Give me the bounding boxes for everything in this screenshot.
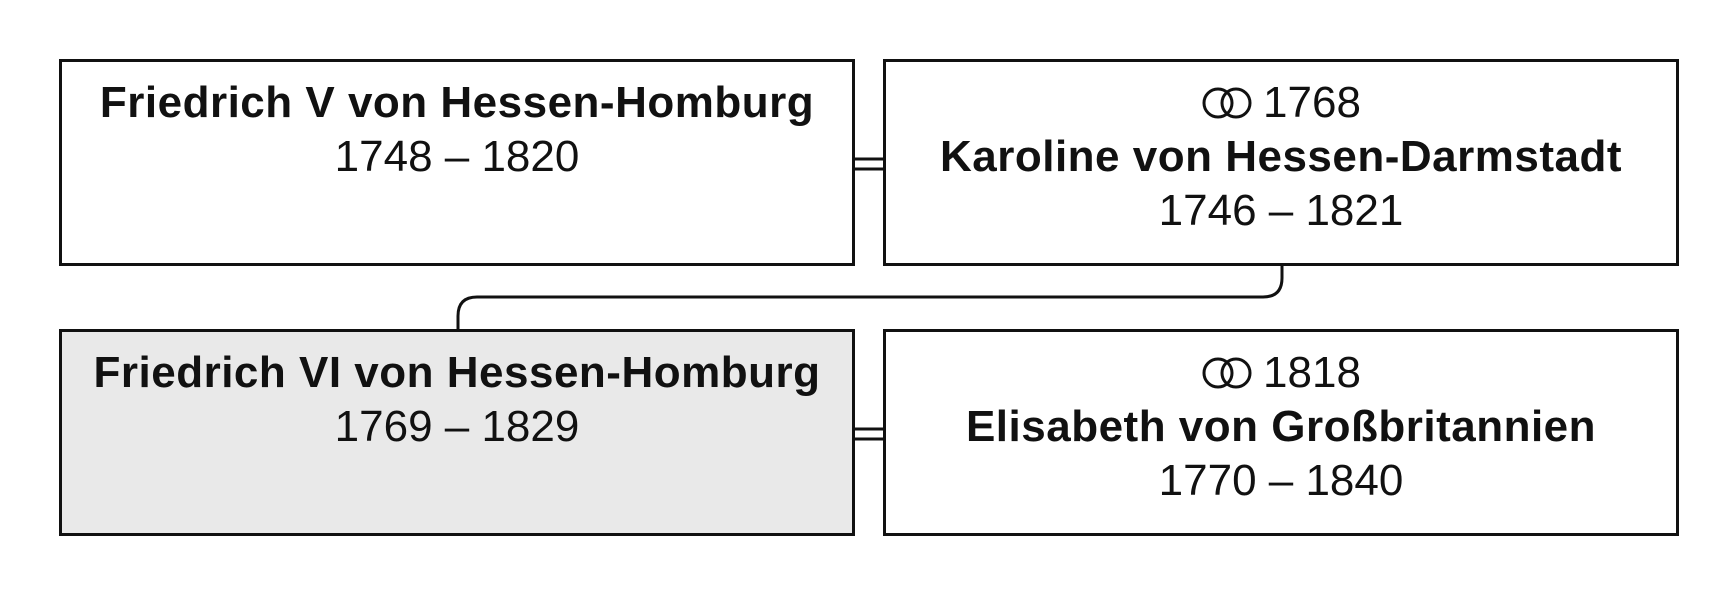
person-card-friedrich-v[interactable]: Friedrich V von Hessen-Homburg 1748 – 18… [59, 59, 855, 266]
descent-line [456, 265, 1284, 330]
spouse-dates: 1770 – 1840 [1158, 456, 1404, 505]
spouse-card-elisabeth[interactable]: 1818 Elisabeth von Großbritannien 1770 –… [883, 329, 1679, 536]
marriage-connector-2 [852, 427, 883, 441]
person-name: Friedrich VI von Hessen-Homburg [93, 348, 821, 397]
marriage-year: 1768 [1263, 78, 1361, 127]
marriage-info: 1768 [886, 76, 1676, 130]
person-dates: 1769 – 1829 [334, 402, 580, 451]
spouse-card-karoline[interactable]: 1768 Karoline von Hessen-Darmstadt 1746 … [883, 59, 1679, 266]
spouse-name: Karoline von Hessen-Darmstadt [939, 132, 1623, 181]
wedding-rings-icon [1202, 357, 1252, 389]
person-name: Friedrich V von Hessen-Homburg [99, 78, 815, 127]
wedding-rings-icon [1202, 87, 1252, 119]
marriage-info: 1818 [886, 346, 1676, 400]
person-dates: 1748 – 1820 [334, 132, 580, 181]
spouse-dates: 1746 – 1821 [1158, 186, 1404, 235]
person-card-friedrich-vi[interactable]: Friedrich VI von Hessen-Homburg 1769 – 1… [59, 329, 855, 536]
spouse-name: Elisabeth von Großbritannien [965, 402, 1597, 451]
marriage-connector-1 [852, 157, 883, 171]
marriage-year: 1818 [1263, 348, 1361, 397]
